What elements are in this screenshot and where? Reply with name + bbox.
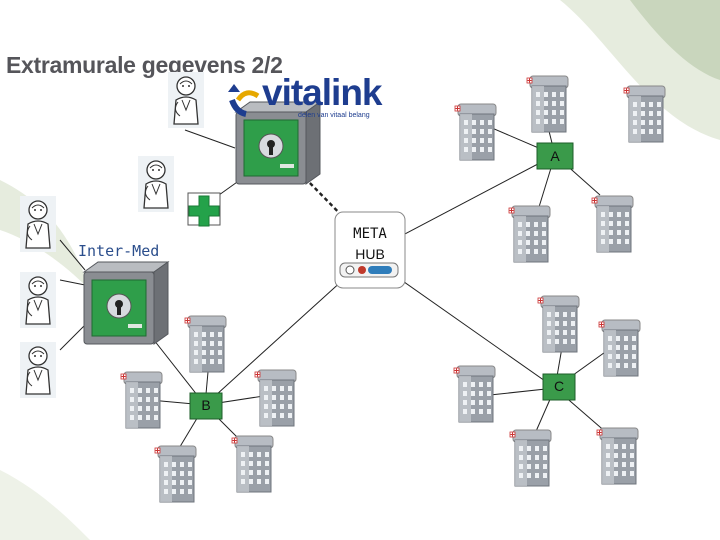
vitalink-tagline: delen van vitaal belang <box>298 112 370 119</box>
node-c-shape <box>542 373 576 401</box>
page-title: Extramurale gegevens 2/2 <box>6 52 283 78</box>
node-a-label: A <box>550 148 560 164</box>
node-c-label: C <box>553 378 565 394</box>
hospital-building-icon <box>120 75 666 503</box>
vitalink-logo-icon <box>228 84 260 117</box>
hub-label-line1: META <box>353 226 387 242</box>
hub-label-line2: HUB <box>355 246 385 262</box>
node-b-label: B <box>201 397 211 413</box>
node-b-shape <box>189 392 223 420</box>
doctor-icon <box>19 71 205 399</box>
vitalink-brand: vitalink <box>262 72 382 113</box>
intermed-safe-icon <box>83 261 169 345</box>
meta-hub-node <box>334 211 406 289</box>
pharmacy-cross-icon <box>187 192 221 227</box>
node-a-shape <box>536 142 574 170</box>
intermed-label: Inter-Med <box>78 242 160 260</box>
